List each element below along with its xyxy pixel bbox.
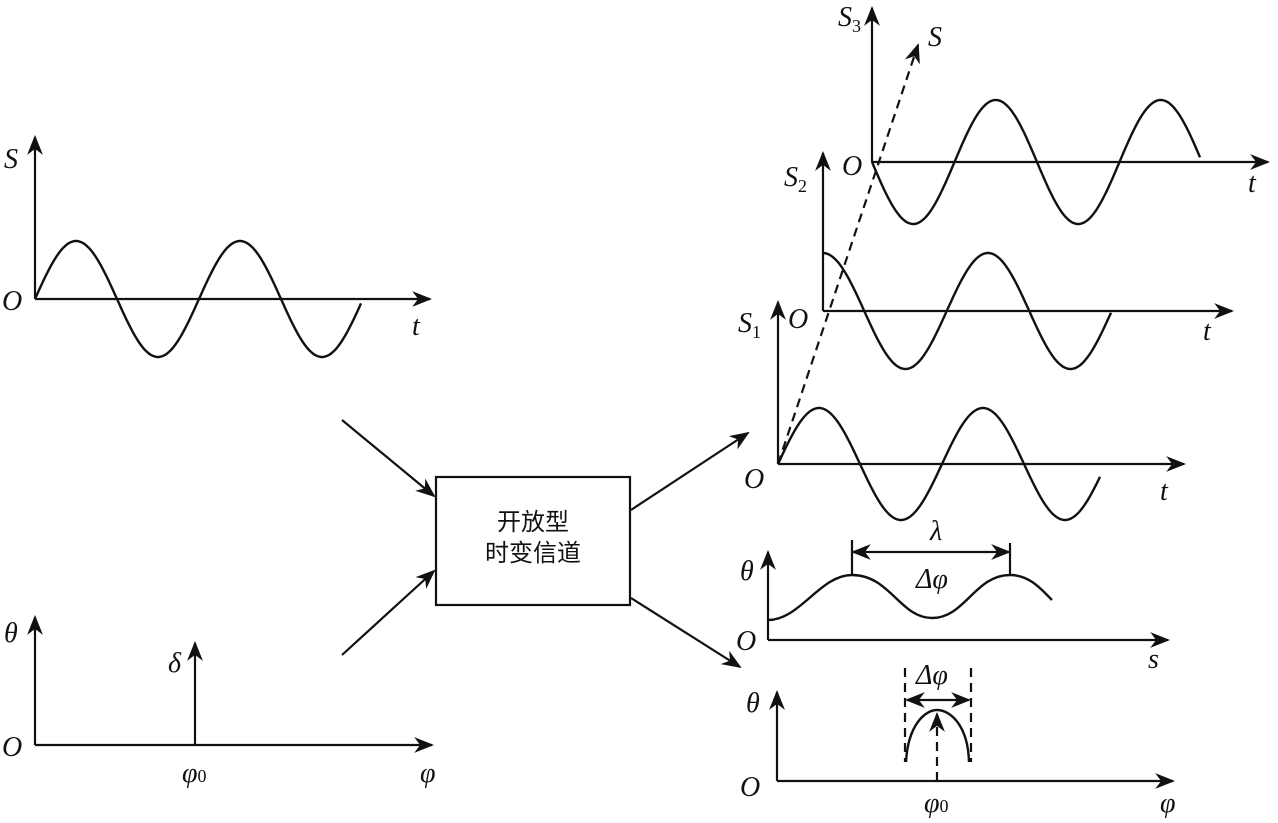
x-label: φ — [420, 758, 436, 789]
input-signal-plot: S O t — [2, 135, 432, 359]
space-axis-label: S — [928, 22, 942, 53]
space-axis-dashed — [776, 43, 920, 465]
input-arrow-signal — [341, 419, 436, 498]
bandwidth-lines — [903, 668, 973, 762]
origin-label: O — [788, 304, 808, 335]
sine-wave — [33, 239, 363, 359]
tick-label: φ0 — [924, 788, 949, 819]
output-arrow-spectrum — [630, 597, 742, 669]
impulse-label: δ — [168, 648, 182, 679]
tick-label: φ0 — [182, 758, 207, 789]
x-label: t — [412, 311, 421, 342]
s3-plot: S3 O t — [838, 2, 1270, 226]
y-label: S1 — [738, 308, 761, 342]
x-label: φ — [1160, 788, 1176, 819]
x-label: s — [1148, 644, 1159, 675]
channel-label-line1: 开放型 — [497, 508, 569, 536]
channel-label-line2: 时变信道 — [485, 539, 581, 567]
output-arrow-signal — [630, 431, 750, 511]
sine-wave — [870, 98, 1202, 226]
s2-plot: S2 O t — [784, 151, 1234, 371]
x-label: t — [1160, 476, 1169, 507]
y-label: θ — [740, 556, 754, 587]
delta-label: Δφ — [915, 564, 948, 595]
wavelength-label: λ — [929, 516, 942, 547]
spatial-distribution-plot: λ Δφ θ O s — [736, 516, 1170, 675]
sine-wave — [776, 406, 1102, 522]
origin-label: O — [2, 286, 22, 317]
x-label: t — [1203, 316, 1212, 347]
origin-label: O — [740, 772, 760, 803]
delta-label: Δφ — [915, 660, 948, 691]
y-label: S2 — [784, 162, 807, 196]
y-label: θ — [746, 688, 760, 719]
x-label: t — [1248, 168, 1257, 199]
output-spectrum-plot: Δφ θ O φ φ0 — [740, 660, 1176, 819]
channel-box: 开放型 时变信道 — [434, 475, 632, 607]
origin-label: O — [842, 151, 862, 182]
origin-label: O — [736, 626, 756, 657]
origin-label: O — [744, 464, 764, 495]
theta-curve — [767, 573, 1053, 622]
s1-plot: S1 O t — [738, 300, 1186, 522]
origin-label: O — [2, 732, 22, 763]
input-spectrum-plot: θ O φ δ φ0 — [2, 615, 436, 789]
cosine-wave — [822, 251, 1113, 371]
input-arrow-spectrum — [341, 569, 436, 656]
y-label: S3 — [838, 2, 861, 36]
y-label: θ — [4, 618, 18, 649]
spectrum-curve — [904, 708, 971, 763]
y-label: S — [4, 144, 18, 175]
